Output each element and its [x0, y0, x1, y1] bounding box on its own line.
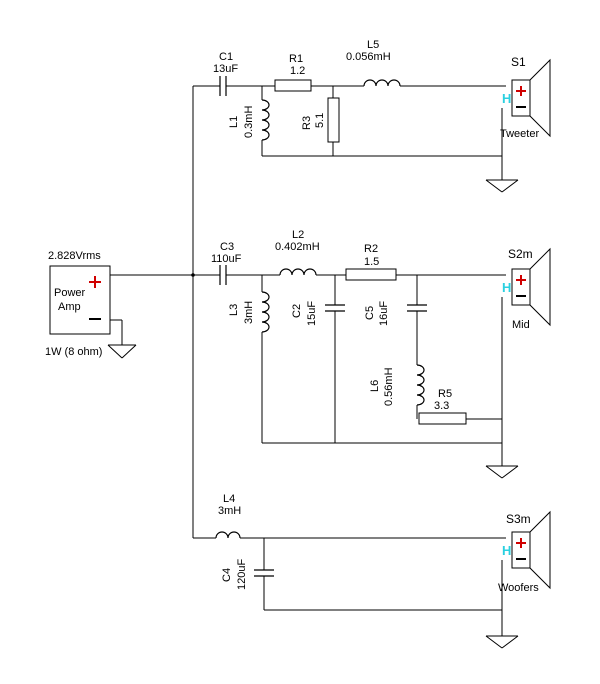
r3-ref: R3	[301, 116, 313, 130]
c3-ref: C3	[220, 241, 234, 253]
inductor-l4	[215, 531, 241, 539]
inductor-l5	[363, 79, 401, 87]
s2m-terminal-marker: H	[502, 280, 511, 295]
amp-name-line1: Power	[54, 287, 86, 299]
amp-voltage: 2.828Vrms	[48, 250, 101, 262]
s3m-terminal-marker: H	[502, 543, 511, 558]
inductor-l6	[416, 364, 425, 406]
l2-value: 0.402mH	[275, 241, 320, 253]
s1-ref: S1	[511, 55, 526, 69]
s3m-ref: S3m	[506, 512, 531, 526]
capacitor-c4	[254, 569, 274, 577]
r2-ref: R2	[364, 243, 378, 255]
l5-ref: L5	[367, 39, 379, 51]
l5-value: 0.056mH	[346, 51, 391, 63]
c3-value: 110uF	[211, 253, 242, 265]
l3-value: 3mH	[243, 301, 255, 324]
c4-value: 120uF	[236, 559, 248, 590]
amp-name-line2: Amp	[58, 301, 81, 313]
c2-ref: C2	[291, 304, 303, 318]
l1-ref: L1	[228, 116, 240, 128]
r1-ref: R1	[289, 53, 303, 65]
s2m-ref: S2m	[508, 247, 533, 261]
s3m-label: Woofers	[498, 582, 539, 594]
inductor-l3	[261, 291, 270, 333]
c5-value: 16uF	[378, 301, 390, 326]
l3-ref: L3	[228, 304, 240, 316]
amp-power-rating: 1W (8 ohm)	[45, 346, 102, 358]
speaker-s3m: H	[502, 510, 551, 590]
r5-value: 3.3	[434, 400, 449, 412]
capacitor-c2	[325, 304, 345, 312]
c5-ref: C5	[364, 306, 376, 320]
r1-value: 1.2	[290, 65, 305, 77]
l6-value: 0.56mH	[383, 367, 395, 406]
l4-value: 3mH	[218, 505, 241, 517]
tweeter-ground	[485, 179, 519, 193]
capacitor-c1	[219, 76, 227, 96]
l4-ref: L4	[223, 493, 235, 505]
resistor-r1	[274, 79, 312, 92]
r5-ref: R5	[438, 388, 452, 400]
l1-value: 0.3mH	[243, 106, 255, 138]
r2-value: 1.5	[364, 256, 379, 268]
c2-value: 15uF	[306, 301, 318, 326]
capacitor-c3	[219, 265, 227, 285]
l2-ref: L2	[292, 229, 304, 241]
resistor-r2	[345, 268, 397, 281]
amp-ground	[107, 344, 137, 359]
capacitor-c5	[407, 304, 427, 312]
r3-value: 5.1	[314, 113, 326, 128]
speaker-s1: H	[502, 58, 551, 138]
s1-terminal-marker: H	[502, 91, 511, 106]
c1-value: 13uF	[213, 63, 238, 75]
mid-ground	[485, 465, 519, 479]
resistor-r3	[327, 97, 340, 143]
resistor-r5	[418, 412, 467, 425]
inductor-l2	[279, 268, 317, 276]
power-amp: Power Amp 2.828Vrms 1W (8 ohm)	[45, 250, 111, 358]
speaker-s2m: H	[502, 247, 551, 327]
c4-ref: C4	[221, 568, 233, 582]
c1-ref: C1	[219, 51, 233, 63]
inductor-l1	[261, 99, 270, 141]
s2m-label: Mid	[512, 319, 530, 331]
woofer-ground	[485, 635, 519, 649]
l6-ref: L6	[369, 380, 381, 392]
s1-label: Tweeter	[500, 128, 539, 140]
